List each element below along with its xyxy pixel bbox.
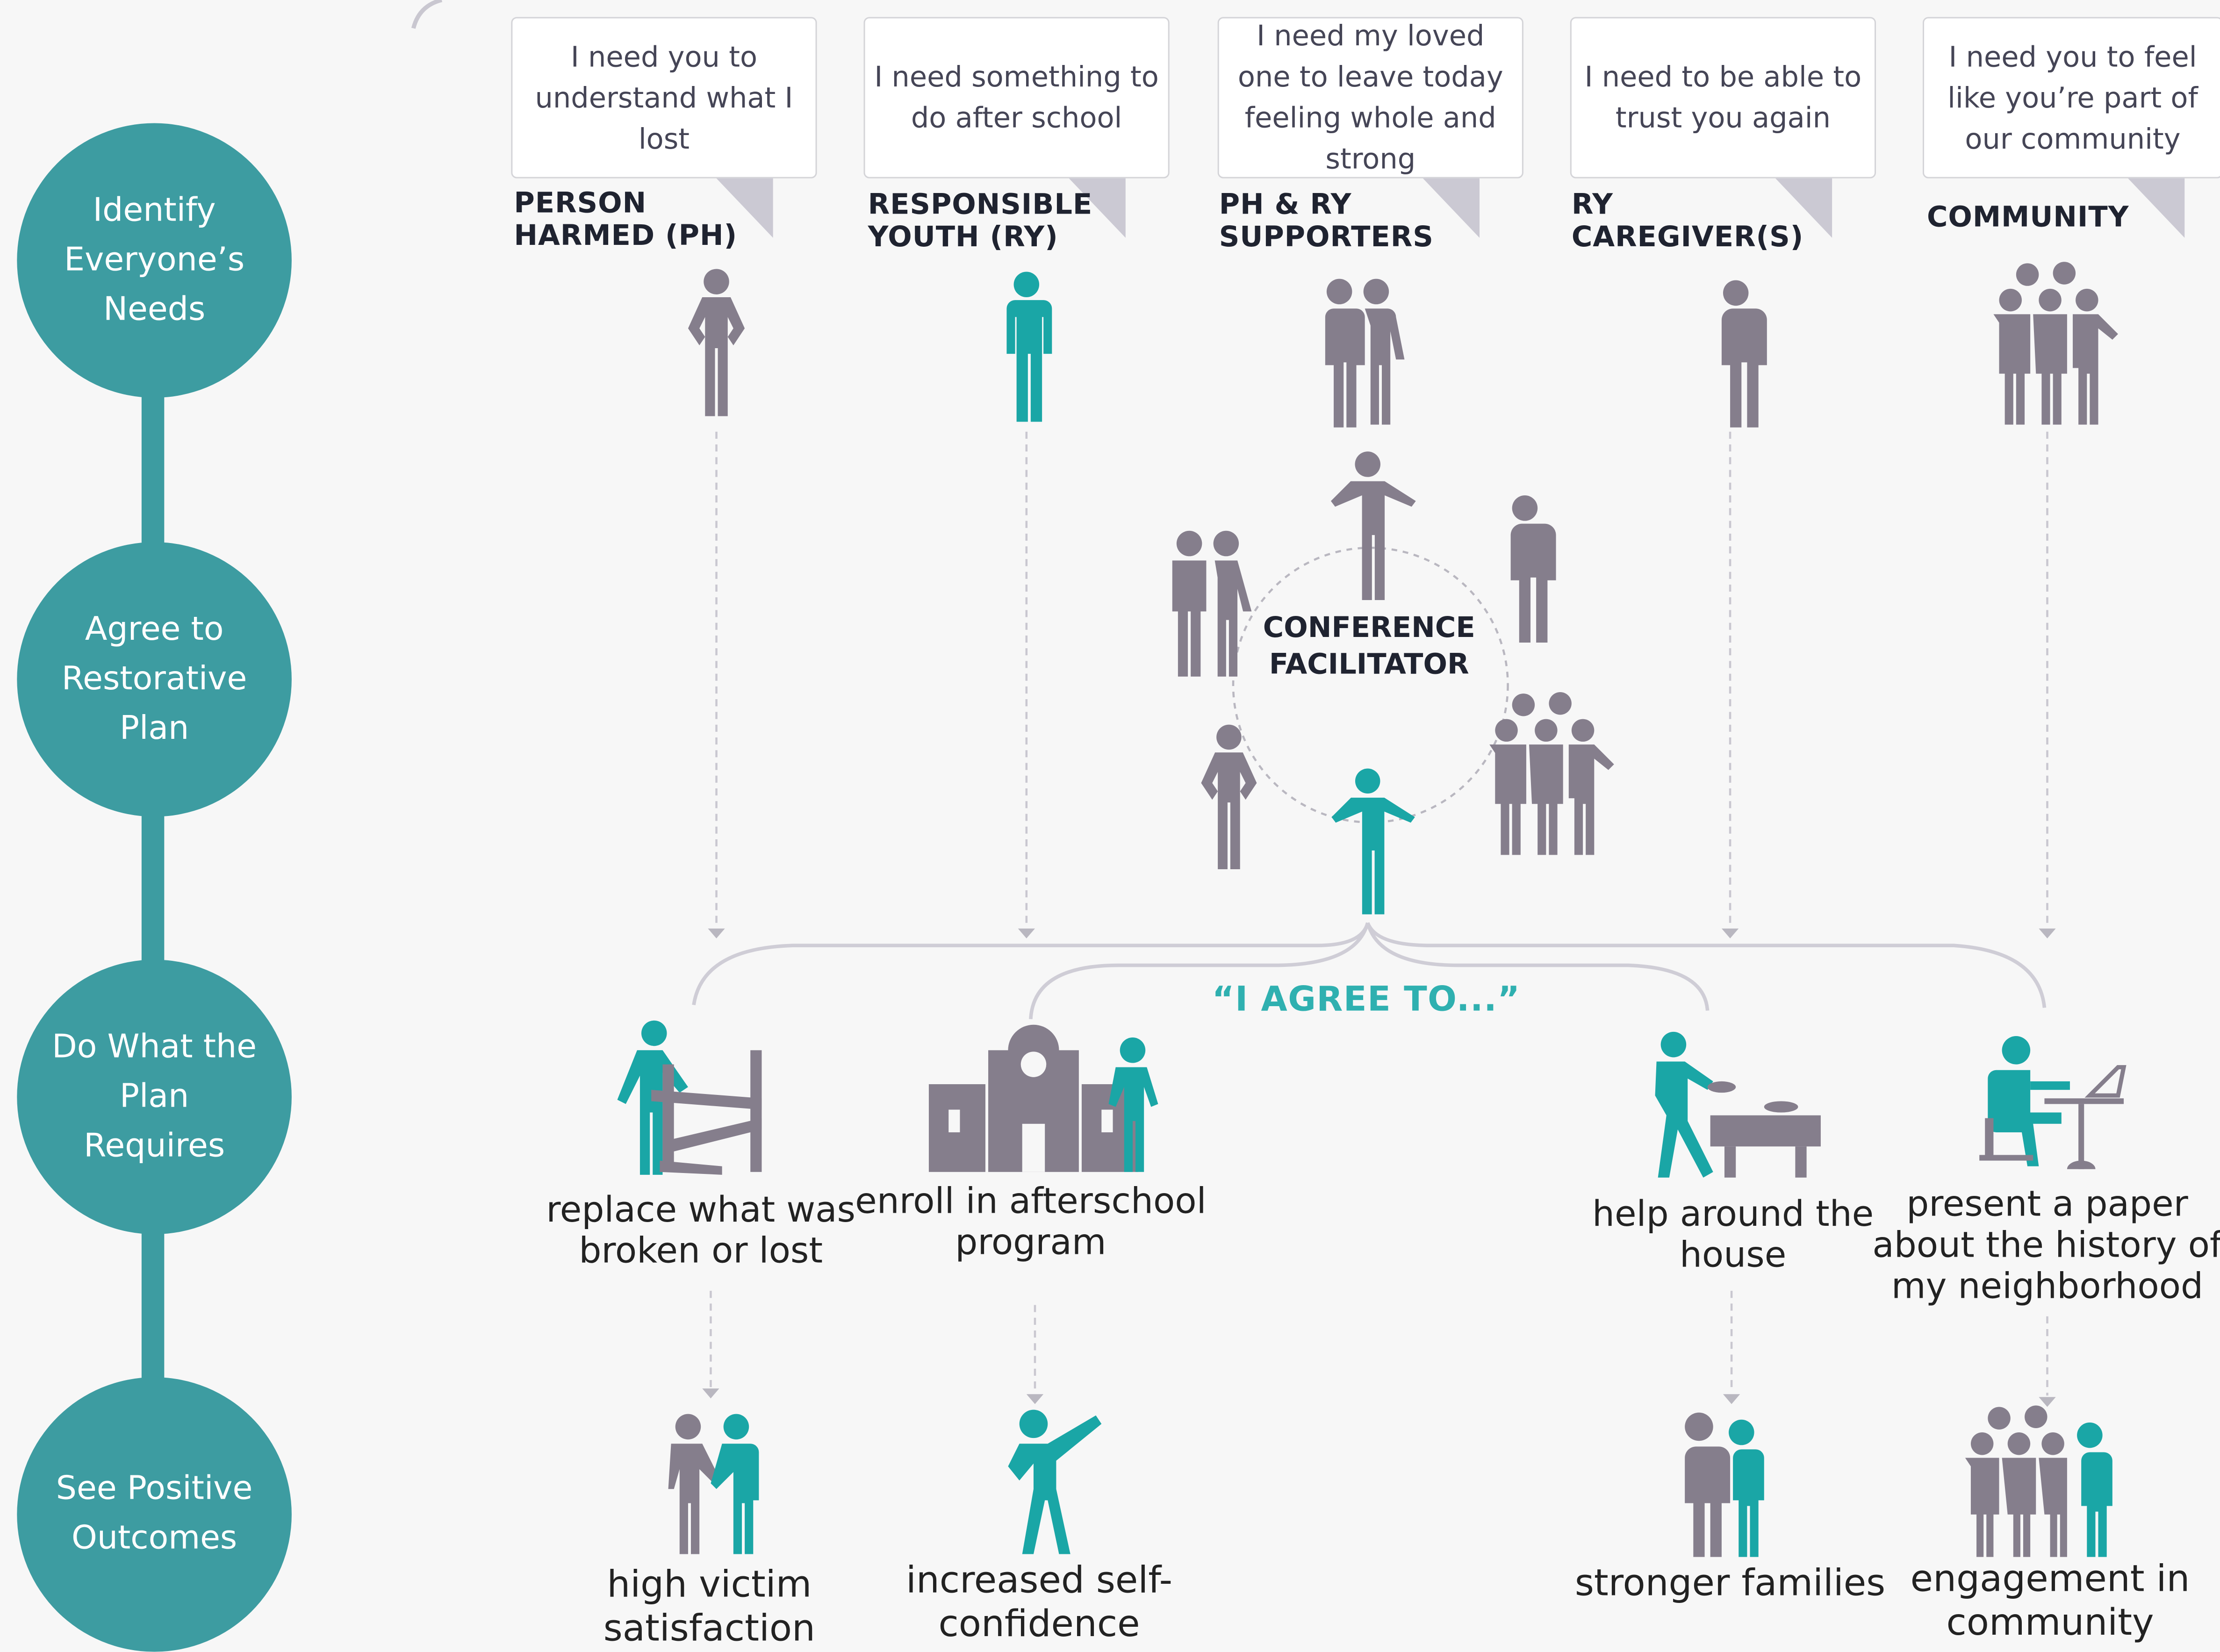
quote-text: I need something to do after school [874, 59, 1159, 135]
person-serving-table-icon [1655, 1031, 1821, 1178]
community-engagement-icon [1965, 1405, 2112, 1557]
outcome-self-confidence: increased self-confidence [905, 1559, 1173, 1646]
quote-text: I need my loved one to leave today feeli… [1237, 18, 1503, 176]
action-help-house: help around the house [1592, 1193, 1874, 1275]
quote-text: I need you to understand what I lost [535, 39, 793, 155]
quote-text: I need you to feel like you’re part of o… [1947, 39, 2198, 155]
role-supporters: PH & RY SUPPORTERS [1219, 186, 1434, 254]
facilitator-left-person-icon [1201, 724, 1257, 869]
step-identify-needs: Identify Everyone’s Needs [17, 123, 292, 398]
youth-person-icon [1006, 272, 1052, 422]
quote-bubble-supporters: I need my loved one to leave today feeli… [1217, 17, 1523, 179]
quote-bubble-person-harmed: I need you to understand what I lost [511, 17, 817, 179]
person-pointing-icon [1008, 1409, 1102, 1554]
facilitator-youth-icon [1331, 768, 1415, 915]
person-fixing-fence-icon [617, 1020, 762, 1175]
outcome-community-engagement: engagement in community [1910, 1558, 2190, 1645]
couple-icon [1322, 279, 1405, 428]
facilitator-couple-icon [1172, 530, 1252, 677]
caregiver-person-icon [1716, 280, 1767, 428]
outcome-stronger-families: stronger families [1574, 1562, 1886, 1605]
step-do-plan: Do What the Plan Requires [17, 959, 292, 1235]
action-present-paper: present a paper about the history of my … [1872, 1183, 2220, 1307]
step-label: Do What the Plan Requires [52, 1028, 257, 1165]
step-agree-plan: Agree to Restorative Plan [17, 542, 292, 817]
outcome-victim-satisfaction: high victim satisfaction [603, 1564, 815, 1651]
action-replace: replace what was broken or lost [546, 1189, 856, 1271]
bubble-tail [716, 178, 773, 238]
step-label: See Positive Outcomes [56, 1470, 253, 1557]
bubble-tail [2128, 178, 2185, 238]
person-at-desk-icon [1979, 1036, 2127, 1169]
bubble-tail [1069, 178, 1126, 238]
bubble-tail [1423, 178, 1480, 238]
handshake-icon [668, 1414, 759, 1554]
bubble-tail [1775, 178, 1832, 238]
conference-facilitator-label: CONFERENCE FACILITATOR [1263, 610, 1475, 681]
role-caregiver: RY CAREGIVER(S) [1571, 186, 1804, 254]
person-hands-on-hips-icon [688, 269, 745, 416]
facilitator-right-person-icon [1505, 495, 1556, 643]
role-community: COMMUNITY [1927, 200, 2129, 234]
facilitator-top-person-icon [1330, 451, 1416, 601]
school-building-icon [928, 1024, 1158, 1172]
role-person-harmed: PERSON HARMED (PH) [514, 185, 738, 252]
agreement-label: “I AGREE TO...” [1212, 979, 1521, 1019]
quote-bubble-responsible-youth: I need something to do after school [863, 17, 1170, 179]
step-label: Identify Everyone’s Needs [64, 192, 245, 328]
quote-bubble-caregiver: I need to be able to trust you again [1570, 17, 1876, 179]
role-responsible-youth: RESPONSIBLE YOUTH (RY) [868, 186, 1093, 254]
quote-text: I need to be able to trust you again [1584, 59, 1862, 135]
quote-bubble-community: I need you to feel like you’re part of o… [1922, 17, 2220, 179]
step-label: Agree to Restorative Plan [61, 610, 247, 747]
family-icon [1676, 1412, 1764, 1557]
step-positive-outcomes: See Positive Outcomes [17, 1377, 292, 1652]
facilitator-group-icon [1489, 692, 1614, 855]
group-icon [1993, 262, 2118, 425]
action-enroll: enroll in afterschool program [855, 1180, 1207, 1263]
